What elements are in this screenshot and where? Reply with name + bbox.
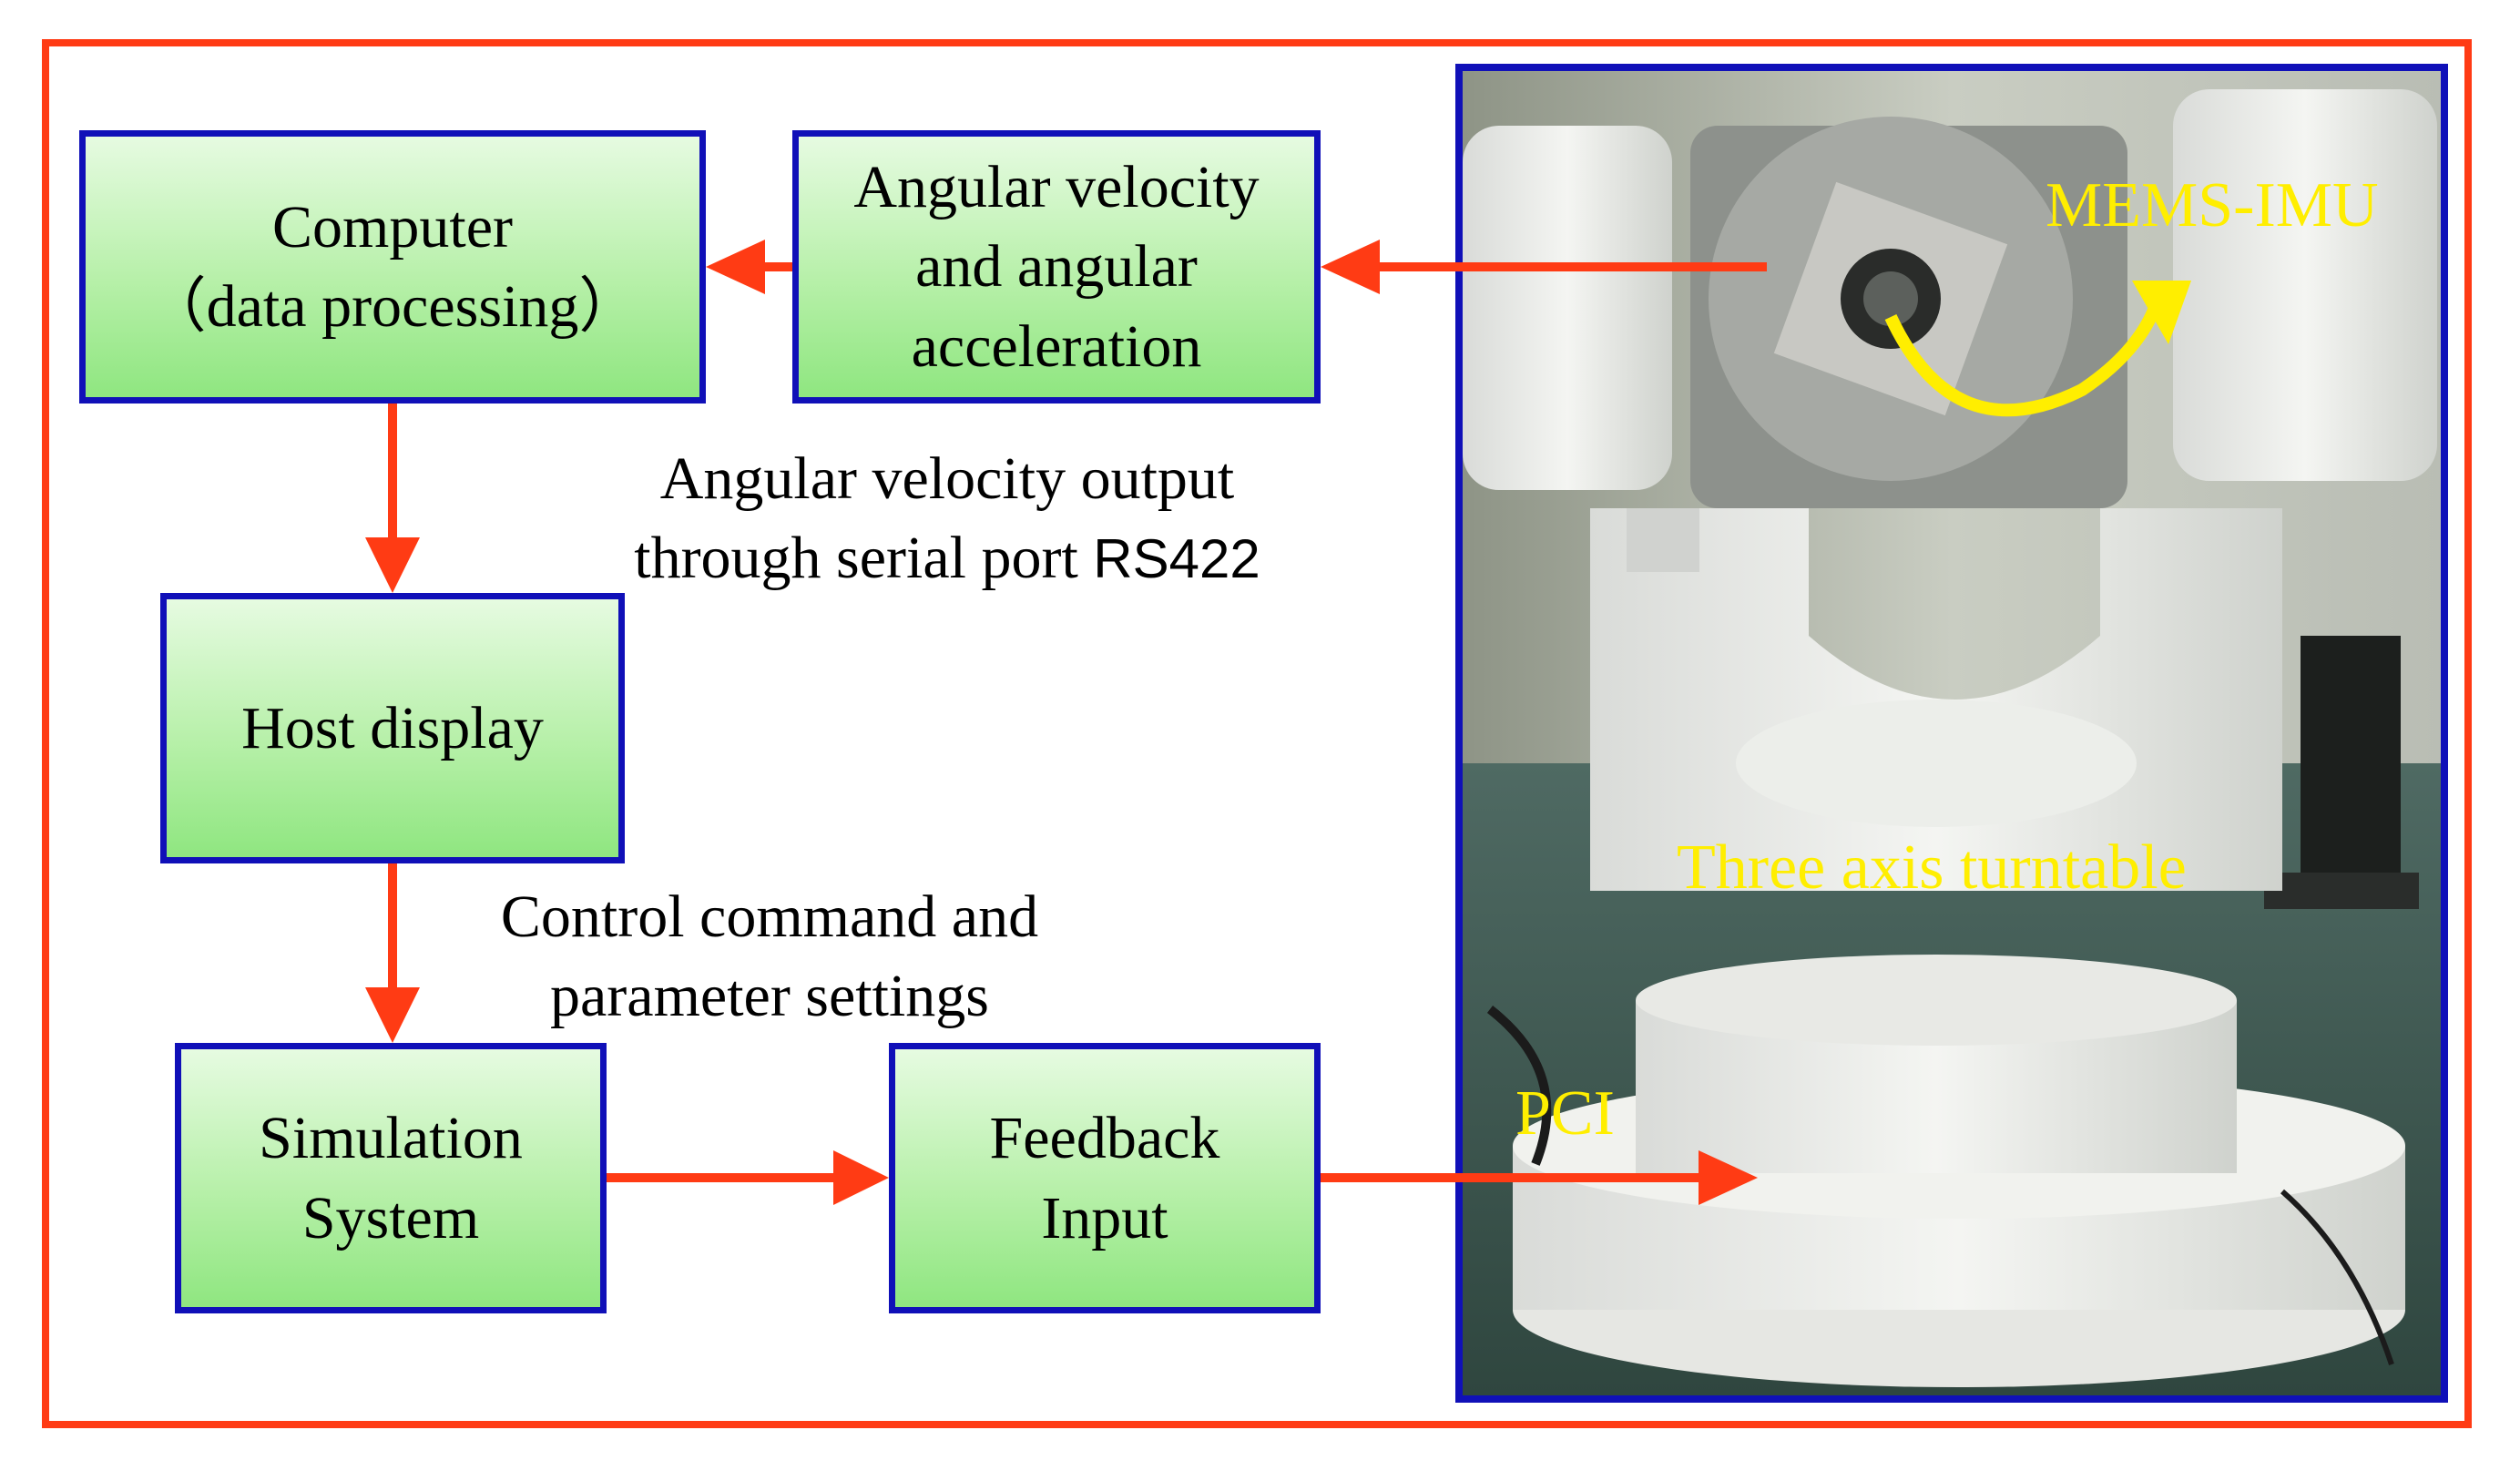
control-line1: Control command and xyxy=(500,884,1039,950)
host-line1: Host display xyxy=(241,694,544,761)
angular-line1: Angular velocity xyxy=(853,154,1260,221)
computer-line1: Computer xyxy=(272,193,513,260)
rs422-label: Angular velocity output through serial p… xyxy=(601,439,1293,598)
rs422-line2-text: through serial port xyxy=(634,525,1094,592)
simulation-line2: System xyxy=(301,1184,480,1251)
simulation-box: Simulation System xyxy=(175,1043,607,1313)
arrowhead-simulation xyxy=(365,987,420,1043)
arrowhead-host xyxy=(365,537,420,593)
arrowhead-feedback xyxy=(833,1150,889,1205)
control-line2: parameter settings xyxy=(550,963,989,1030)
turntable-label: Three axis turntable xyxy=(1677,833,2187,903)
simulation-line1: Simulation xyxy=(259,1105,523,1172)
arrowhead-angular xyxy=(1321,240,1380,294)
computer-box: Computer （data processing） xyxy=(79,130,706,404)
rs422-code: RS422 xyxy=(1093,528,1260,590)
arrowhead-turntable xyxy=(1699,1150,1758,1205)
computer-line2: （data processing） xyxy=(146,273,639,340)
feedback-box: Feedback Input xyxy=(889,1043,1321,1313)
rs422-line2: through serial port RS422 xyxy=(601,518,1293,598)
angular-line3: acceleration xyxy=(911,312,1202,380)
angular-line2: and angular xyxy=(915,233,1198,301)
feedback-line2: Input xyxy=(1041,1184,1168,1251)
host-display-box: Host display xyxy=(160,593,625,863)
rs422-line1: Angular velocity output xyxy=(659,445,1235,512)
angular-box: Angular velocity and angular acceleratio… xyxy=(792,130,1321,404)
pci-label: PCI xyxy=(1515,1078,1615,1149)
arrowhead-computer xyxy=(706,240,765,294)
mems-imu-label: MEMS-IMU xyxy=(2046,170,2379,240)
feedback-line1: Feedback xyxy=(989,1105,1220,1172)
control-label: Control command and parameter settings xyxy=(455,877,1084,1036)
outer-frame xyxy=(42,39,2472,1428)
